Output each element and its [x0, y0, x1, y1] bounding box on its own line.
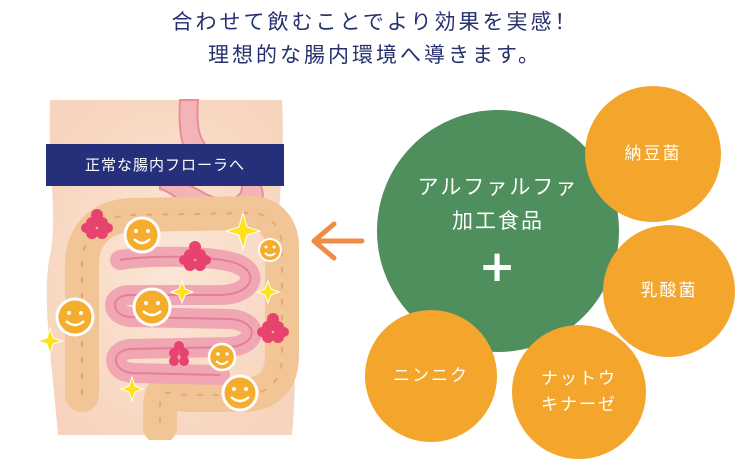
- nattokinase-label-line-2: キナーゼ: [541, 395, 617, 415]
- alfalfa-label-line-1: アルファルファ: [417, 175, 579, 199]
- natto-label: 納豆菌: [624, 144, 682, 164]
- flower-icon: [81, 209, 113, 239]
- smiley-icon: [207, 342, 237, 372]
- smiley-icon: [221, 374, 259, 412]
- alfalfa-label-line-2: 加工食品: [452, 209, 544, 233]
- lactic-acid-circle: 乳酸菌: [603, 225, 735, 357]
- arrow-left-icon: [311, 221, 365, 261]
- smiley-icon: [132, 287, 172, 327]
- smiley-icon: [55, 297, 95, 337]
- headline: 合わせて飲むことでより効果を実感！ 理想的な腸内環境へ導きます。: [0, 6, 750, 72]
- plus-icon: +: [478, 241, 518, 292]
- smiley-icon: [258, 238, 282, 262]
- nattokinase-circle: ナットウ キナーゼ: [512, 325, 646, 459]
- garlic-label: ニンニク: [393, 366, 469, 386]
- nattokinase-label-line-1: ナットウ: [541, 369, 617, 389]
- flower-icon: [257, 313, 289, 343]
- sparkle-icon: [36, 211, 281, 403]
- garlic-circle: ニンニク: [365, 310, 497, 442]
- flower-icon: [169, 341, 189, 366]
- natto-circle: 納豆菌: [585, 86, 721, 222]
- lactic-acid-label: 乳酸菌: [640, 281, 698, 301]
- headline-line-2: 理想的な腸内環境へ導きます。: [208, 43, 542, 67]
- flora-banner: 正常な腸内フローラへ: [46, 144, 284, 186]
- flower-icon: [179, 241, 211, 271]
- smiley-icon: [123, 216, 161, 254]
- headline-line-1: 合わせて飲むことでより効果を実感！: [171, 10, 579, 34]
